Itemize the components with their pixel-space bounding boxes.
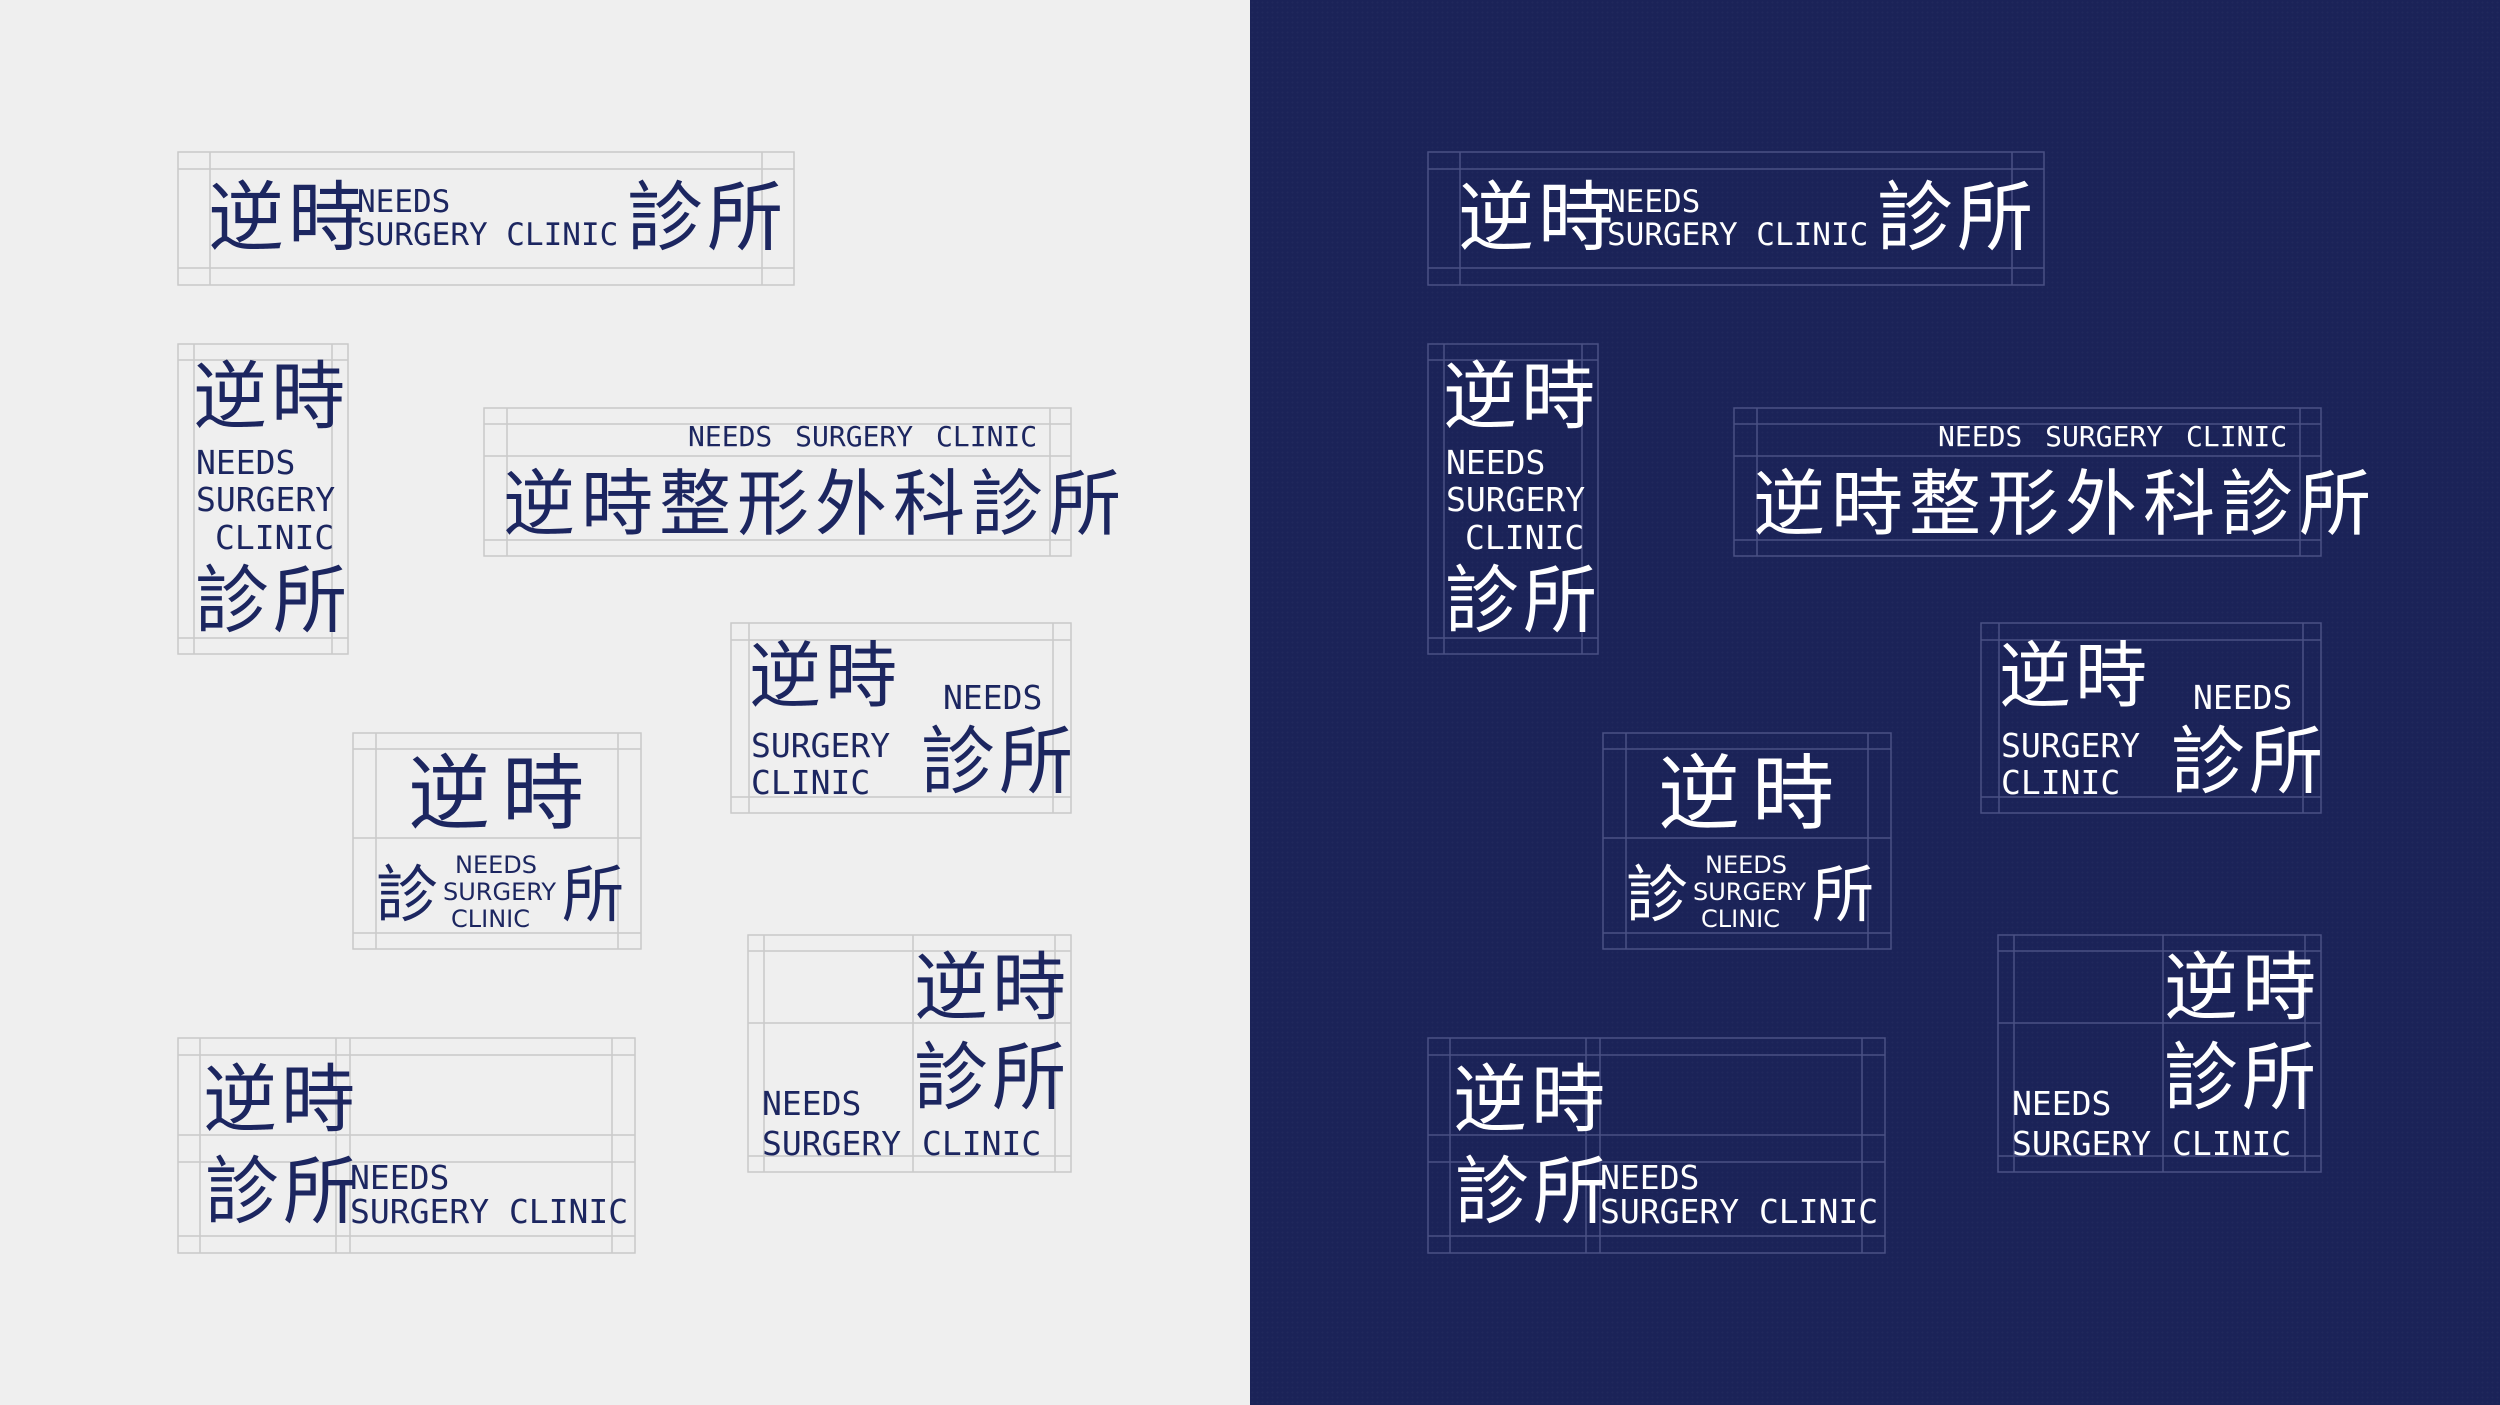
logo-en-clinic: CLINIC <box>1465 518 1585 557</box>
logo-kanji-top: 逆時 <box>1999 634 2152 718</box>
logo-kanji-top: 逆時 <box>1453 1057 1609 1143</box>
logo-kanji-bottom: 診所 <box>2164 1035 2320 1121</box>
logo-kanji-bottom: 診所 <box>921 719 1077 805</box>
logo-en-needs: NEEDS <box>2193 678 2293 717</box>
logo-en-surgery-clinic: SURGERY CLINIC <box>350 1192 629 1231</box>
logo-en-needs: NEEDS <box>762 1084 862 1123</box>
logo-en-needs: NEEDS <box>1600 1158 1700 1197</box>
logo-kanji-bottom-right: 所 <box>562 858 629 931</box>
logo-en-surgery: SURGERY <box>751 726 891 765</box>
logo-en-needs: NEEDS <box>1607 184 1701 220</box>
logo-en-surgery: SURGERY <box>2012 1124 2152 1163</box>
logo-en-needs: NEEDS <box>357 184 451 220</box>
logo-kanji-top: 逆時 <box>203 1057 359 1143</box>
logo-kanji-top: 逆時 <box>1658 747 1847 842</box>
logo-en-clinic: CLINIC <box>751 763 871 802</box>
logo-kanji-top: 逆時 <box>1443 354 1599 440</box>
logo-en-clinic: CLINIC <box>1701 905 1780 933</box>
logo-kanji-top: 逆時 <box>2164 945 2320 1031</box>
logo-kanji-top: 逆時 <box>1458 173 1618 262</box>
logo-kanji-top: 逆時 <box>408 747 597 842</box>
logo-en-clinic: CLINIC <box>922 1124 1042 1163</box>
logo-en-surgery-clinic: SURGERY CLINIC <box>1607 217 1869 253</box>
logo-kanji-bottom-left: 診 <box>1626 858 1693 931</box>
logo-kanji-top: 逆時 <box>193 354 349 440</box>
logo-en-full: NEEDS SURGERY CLINIC <box>1938 420 2288 453</box>
logo-en-surgery: SURGERY <box>2001 726 2141 765</box>
logo-kanji-bottom: 診所 <box>195 558 351 644</box>
logo-kanji-top: 逆時 <box>208 173 368 262</box>
logo-kanji-top: 逆時 <box>749 634 902 718</box>
logo-en-needs: NEEDS <box>196 443 296 482</box>
logo-kanji-bottom-left: 診 <box>376 858 443 931</box>
logo-kanji-bottom-right: 所 <box>1812 858 1879 931</box>
logo-kanji-top: 逆時 <box>914 945 1070 1031</box>
logo-kanji-bottom: 診所 <box>2171 719 2327 805</box>
logo-kanji-bottom: 診所 <box>1445 558 1601 644</box>
logo-kanji-bottom: 診所 <box>914 1035 1070 1121</box>
logo-kanji-full: 逆時整形外科診所 <box>503 462 1128 546</box>
logo-en-clinic: CLINIC <box>2001 763 2121 802</box>
logo-kanji-bottom: 診所 <box>205 1149 361 1235</box>
logo-en-surgery-clinic: SURGERY CLINIC <box>1600 1192 1879 1231</box>
logo-kanji-full: 逆時整形外科診所 <box>1753 462 2378 546</box>
logo-kanji-bottom: 診所 <box>1455 1149 1611 1235</box>
logo-en-full: NEEDS SURGERY CLINIC <box>688 420 1038 453</box>
logo-en-needs: NEEDS <box>455 851 537 879</box>
logo-en-clinic: CLINIC <box>451 905 530 933</box>
logo-kanji-bottom: 診所 <box>1877 173 2037 262</box>
logo-kanji-bottom: 診所 <box>627 173 787 262</box>
logo-en-surgery: SURGERY <box>1693 878 1807 906</box>
logo-en-needs: NEEDS <box>2012 1084 2112 1123</box>
logo-en-surgery: SURGERY <box>1446 480 1586 519</box>
logo-en-surgery: SURGERY <box>196 480 336 519</box>
logo-en-surgery: SURGERY <box>762 1124 902 1163</box>
dark-background-panel: 逆時 NEEDS SURGERY CLINIC 診所 逆時 NEEDS SURG… <box>1250 0 2500 1405</box>
light-background-panel: 逆時 NEEDS SURGERY CLINIC 診所 逆時 NEEDS SURG… <box>0 0 1250 1405</box>
logo-en-clinic: CLINIC <box>215 518 335 557</box>
logo-en-surgery-clinic: SURGERY CLINIC <box>357 217 619 253</box>
logo-en-surgery: SURGERY <box>443 878 557 906</box>
logo-en-needs: NEEDS <box>943 678 1043 717</box>
logo-en-needs: NEEDS <box>1705 851 1787 879</box>
logo-en-clinic: CLINIC <box>2172 1124 2292 1163</box>
logo-en-needs: NEEDS <box>350 1158 450 1197</box>
logo-en-needs: NEEDS <box>1446 443 1546 482</box>
